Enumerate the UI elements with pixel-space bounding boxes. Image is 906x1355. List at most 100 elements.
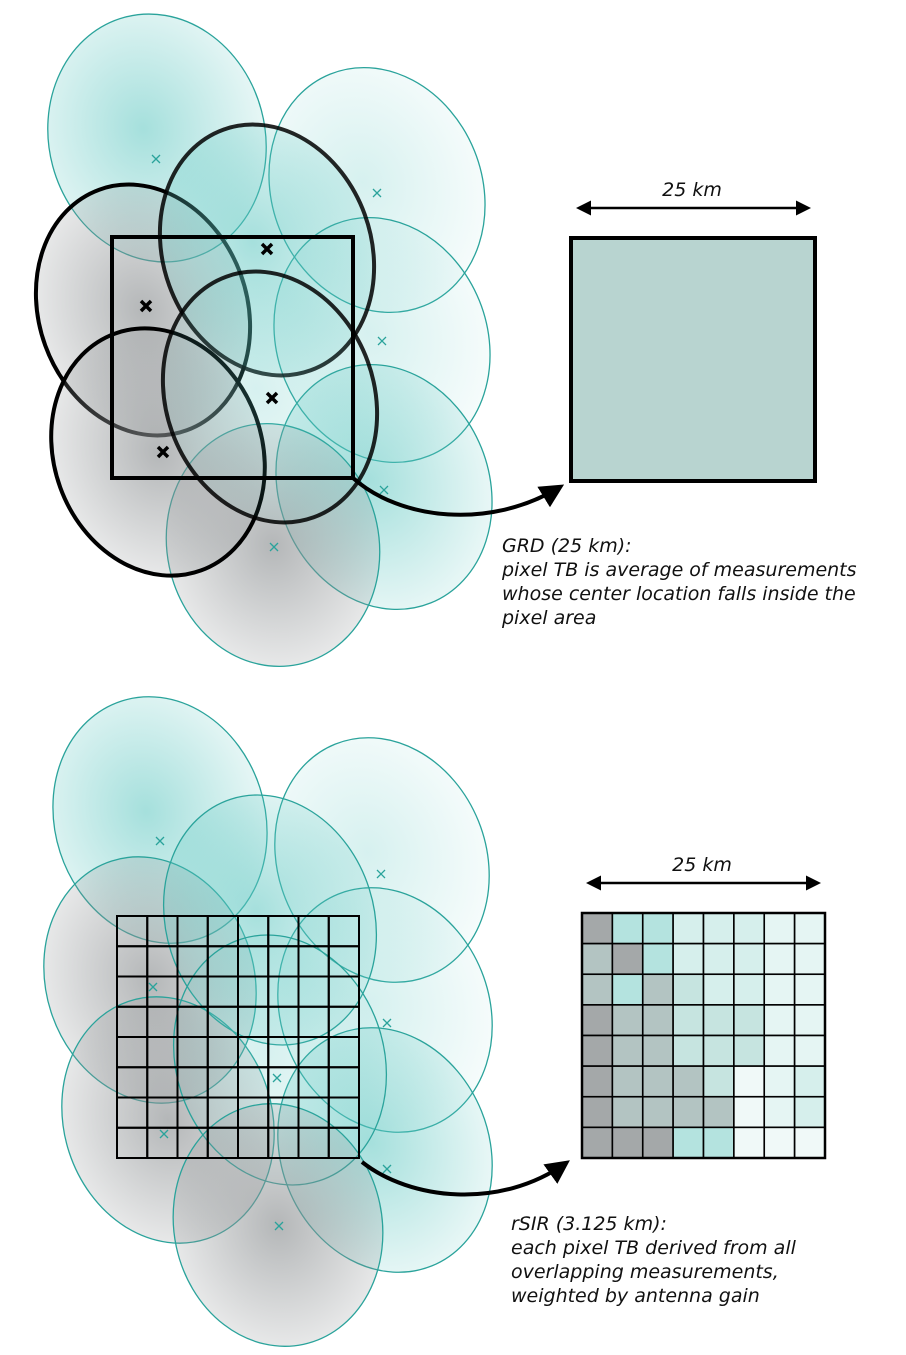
output-grid-cell bbox=[733, 1126, 766, 1159]
output-grid-cell bbox=[672, 1095, 705, 1129]
grd-pixel-outline bbox=[110, 235, 355, 480]
output-grid-cell bbox=[733, 1034, 766, 1067]
output-grid-cell bbox=[793, 1034, 826, 1067]
output-grid-cell bbox=[581, 973, 614, 1006]
output-grid-cell bbox=[641, 942, 674, 976]
rsir-caption: rSIR (3.125 km): each pixel TB derived f… bbox=[511, 1212, 796, 1308]
rsir-scale-label: 25 km bbox=[672, 854, 732, 876]
output-grid-cell bbox=[611, 1004, 644, 1037]
output-grid-cell bbox=[793, 1095, 826, 1129]
teal-cross-icon bbox=[372, 188, 382, 198]
teal-cross-icon bbox=[377, 336, 387, 346]
output-grid-cell bbox=[641, 1034, 674, 1067]
output-grid-cell bbox=[581, 942, 614, 976]
output-grid-cell bbox=[611, 912, 644, 945]
output-grid-cell bbox=[611, 1126, 644, 1159]
output-grid-cell bbox=[793, 1004, 826, 1037]
output-grid-cell bbox=[733, 942, 766, 976]
grd-panel: 25 km bbox=[33, 13, 817, 668]
rsir-caption-line: each pixel TB derived from all bbox=[511, 1237, 796, 1259]
output-grid-cell bbox=[581, 1034, 614, 1067]
output-grid-cell bbox=[733, 1095, 766, 1129]
rsir-arrow bbox=[360, 1160, 570, 1197]
rsir-caption-line: weighted by antenna gain bbox=[511, 1285, 760, 1307]
output-grid-cell bbox=[793, 1126, 826, 1159]
rsir-overlay-grid bbox=[116, 915, 360, 1159]
grd-scale-label: 25 km bbox=[662, 179, 722, 201]
teal-cross-icon bbox=[379, 485, 389, 495]
output-grid-cell bbox=[672, 912, 705, 945]
output-grid-cell bbox=[641, 973, 674, 1006]
output-grid-cell bbox=[672, 1004, 705, 1037]
grd-arrow bbox=[351, 476, 565, 517]
output-grid-cell bbox=[702, 1095, 735, 1129]
output-grid-cell bbox=[641, 1095, 674, 1129]
teal-cross-icon bbox=[155, 836, 165, 846]
output-grid-cell bbox=[793, 912, 826, 945]
output-grid-cell bbox=[611, 1065, 644, 1098]
output-grid-cell bbox=[672, 1065, 705, 1098]
output-grid-cell bbox=[641, 1126, 674, 1159]
output-grid-cell bbox=[641, 1065, 674, 1098]
output-grid-cell bbox=[611, 942, 644, 976]
output-grid-cell bbox=[733, 912, 766, 945]
output-grid-cell bbox=[581, 912, 614, 945]
output-grid-cell bbox=[641, 912, 674, 945]
grd-output-pixel bbox=[569, 236, 817, 483]
teal-cross-icon bbox=[376, 869, 386, 879]
rsir-panel: 25 km bbox=[43, 696, 827, 1347]
teal-cross-icon bbox=[382, 1164, 392, 1174]
output-grid-cell bbox=[702, 912, 735, 945]
rsir-output-grid bbox=[580, 911, 827, 1160]
teal-cross-icon bbox=[269, 542, 279, 552]
output-grid-cell bbox=[702, 942, 735, 976]
grd-center-markers bbox=[139, 154, 389, 552]
output-grid-cell bbox=[763, 942, 796, 976]
output-grid-cell bbox=[611, 973, 644, 1006]
grd-caption-line: pixel area bbox=[502, 607, 597, 629]
teal-cross-icon bbox=[148, 982, 158, 992]
output-grid-cell bbox=[793, 973, 826, 1006]
teal-cross-icon bbox=[272, 1073, 282, 1083]
black-cross-icon bbox=[139, 299, 153, 313]
output-grid-cell bbox=[641, 1004, 674, 1037]
output-grid-cell bbox=[581, 1004, 614, 1037]
output-grid-cell bbox=[672, 1126, 705, 1159]
output-grid-cell bbox=[733, 1065, 766, 1098]
output-grid-cell bbox=[672, 942, 705, 976]
output-grid-cell bbox=[763, 1095, 796, 1129]
output-grid-cell bbox=[672, 1034, 705, 1067]
output-grid-cell bbox=[733, 973, 766, 1006]
rsir-footprints bbox=[43, 696, 493, 1347]
output-grid-border bbox=[580, 911, 827, 1160]
grd-caption-line: pixel TB is average of measurements bbox=[502, 559, 857, 581]
output-grid-cell bbox=[763, 1126, 796, 1159]
overlay-grid-cell bbox=[327, 1126, 360, 1159]
black-cross-icon bbox=[156, 445, 170, 459]
teal-cross-icon bbox=[274, 1221, 284, 1231]
black-cross-icon bbox=[265, 391, 279, 405]
output-grid-cell bbox=[793, 942, 826, 976]
output-grid-cell bbox=[702, 1065, 735, 1098]
output-grid-cell bbox=[702, 973, 735, 1006]
output-grid-cell bbox=[611, 1095, 644, 1129]
rsir-caption-line: rSIR (3.125 km): bbox=[511, 1213, 667, 1235]
output-grid-cell bbox=[702, 1126, 735, 1159]
output-grid-cell bbox=[733, 1004, 766, 1037]
output-grid-cell bbox=[763, 1004, 796, 1037]
output-grid-cell bbox=[581, 1126, 614, 1159]
grd-caption-line: GRD (25 km): bbox=[502, 535, 632, 557]
output-grid-cell bbox=[581, 1095, 614, 1129]
output-grid-cell bbox=[763, 1034, 796, 1067]
teal-cross-icon bbox=[159, 1129, 169, 1139]
black-cross-icon bbox=[260, 242, 274, 256]
teal-cross-icon bbox=[382, 1018, 392, 1028]
output-grid-cell bbox=[581, 1065, 614, 1098]
output-grid-cell bbox=[611, 1034, 644, 1067]
output-grid-cell bbox=[763, 1065, 796, 1098]
output-grid-cell bbox=[793, 1065, 826, 1098]
teal-cross-icon bbox=[151, 154, 161, 164]
output-grid-cell bbox=[763, 912, 796, 945]
output-grid-cell bbox=[702, 1034, 735, 1067]
